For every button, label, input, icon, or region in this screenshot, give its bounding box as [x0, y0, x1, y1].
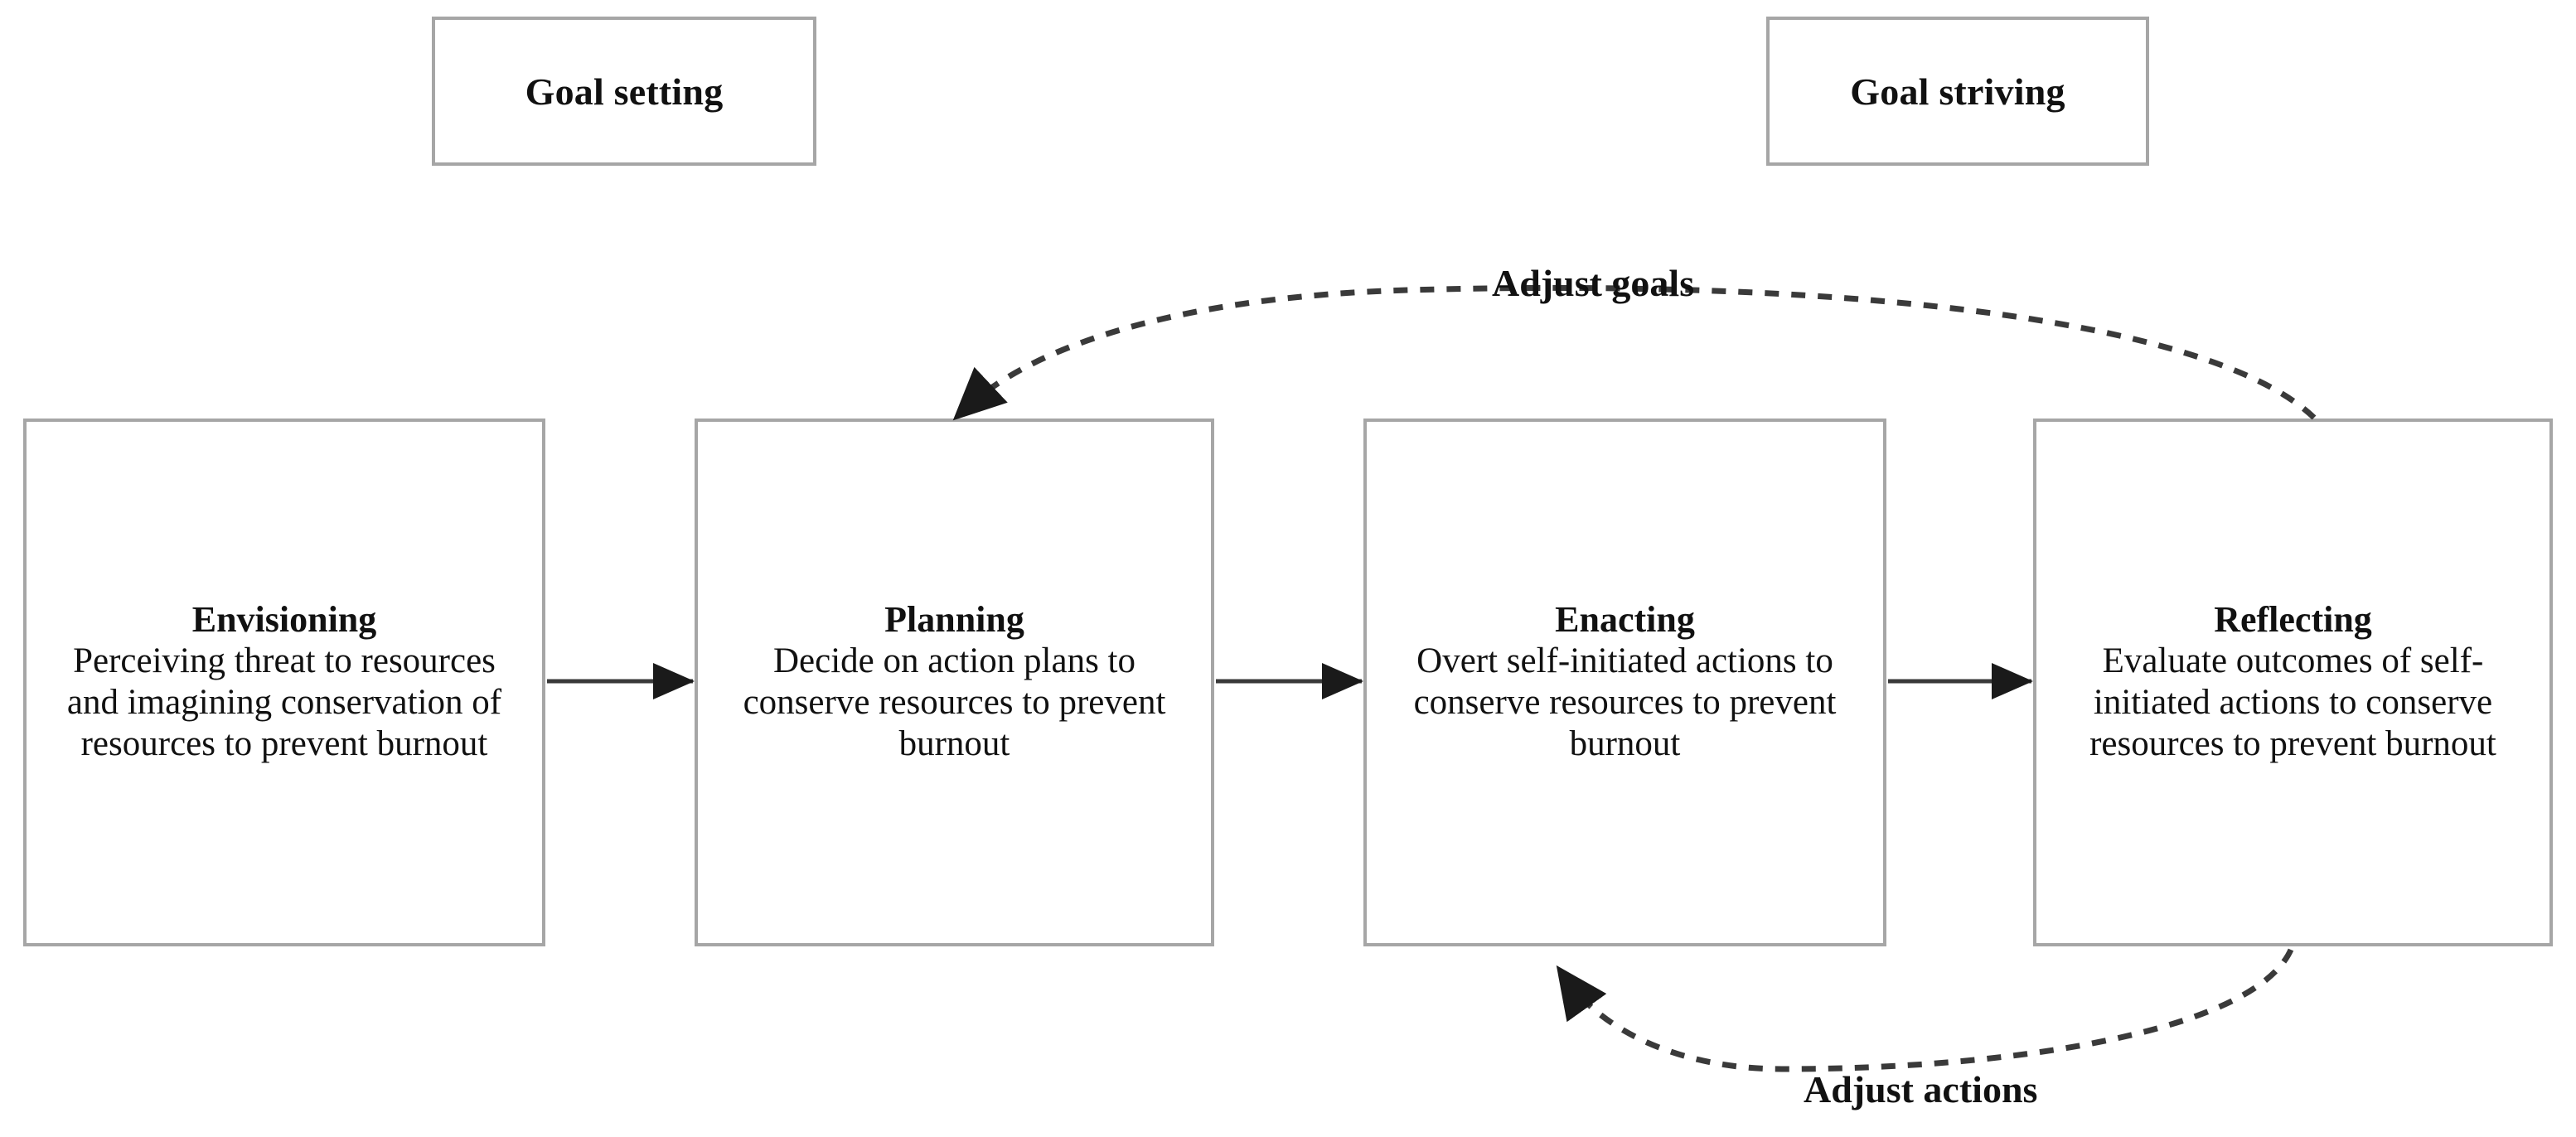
feedback-label-adjust-goals: Adjust goals — [1492, 262, 1695, 304]
stage-description-enacting: Overt self-initiated actions to conserve… — [1413, 641, 1837, 764]
phase-label-goal-striving: Goal striving — [1850, 70, 2065, 113]
stage-description-envisioning: Perceiving threat to resources and imagi… — [66, 641, 502, 764]
stage-box-enacting: Enacting Overt self-initiated actions to… — [1363, 419, 1886, 946]
stage-box-planning: Planning Decide on action plans to conse… — [695, 419, 1214, 946]
stage-box-reflecting: Reflecting Evaluate outcomes of self-ini… — [2033, 419, 2553, 946]
phase-box-goal-setting: Goal setting — [432, 17, 816, 166]
stage-title-reflecting: Reflecting — [2214, 599, 2372, 641]
stage-description-reflecting: Evaluate outcomes of self-initiated acti… — [2089, 641, 2496, 764]
feedback-curve-adjust-actions — [1556, 948, 2294, 1072]
feedback-label-adjust-actions: Adjust actions — [1804, 1068, 2038, 1110]
phase-box-goal-striving: Goal striving — [1766, 17, 2149, 166]
stage-description-planning: Decide on action plans to conserve resou… — [743, 641, 1166, 764]
phase-label-goal-setting: Goal setting — [525, 70, 724, 113]
feedback-curve-adjust-goals — [952, 284, 2317, 421]
stage-title-planning: Planning — [884, 599, 1024, 641]
stage-box-envisioning: Envisioning Perceiving threat to resourc… — [23, 419, 545, 946]
stage-title-envisioning: Envisioning — [191, 599, 377, 641]
stage-title-enacting: Enacting — [1555, 599, 1695, 641]
